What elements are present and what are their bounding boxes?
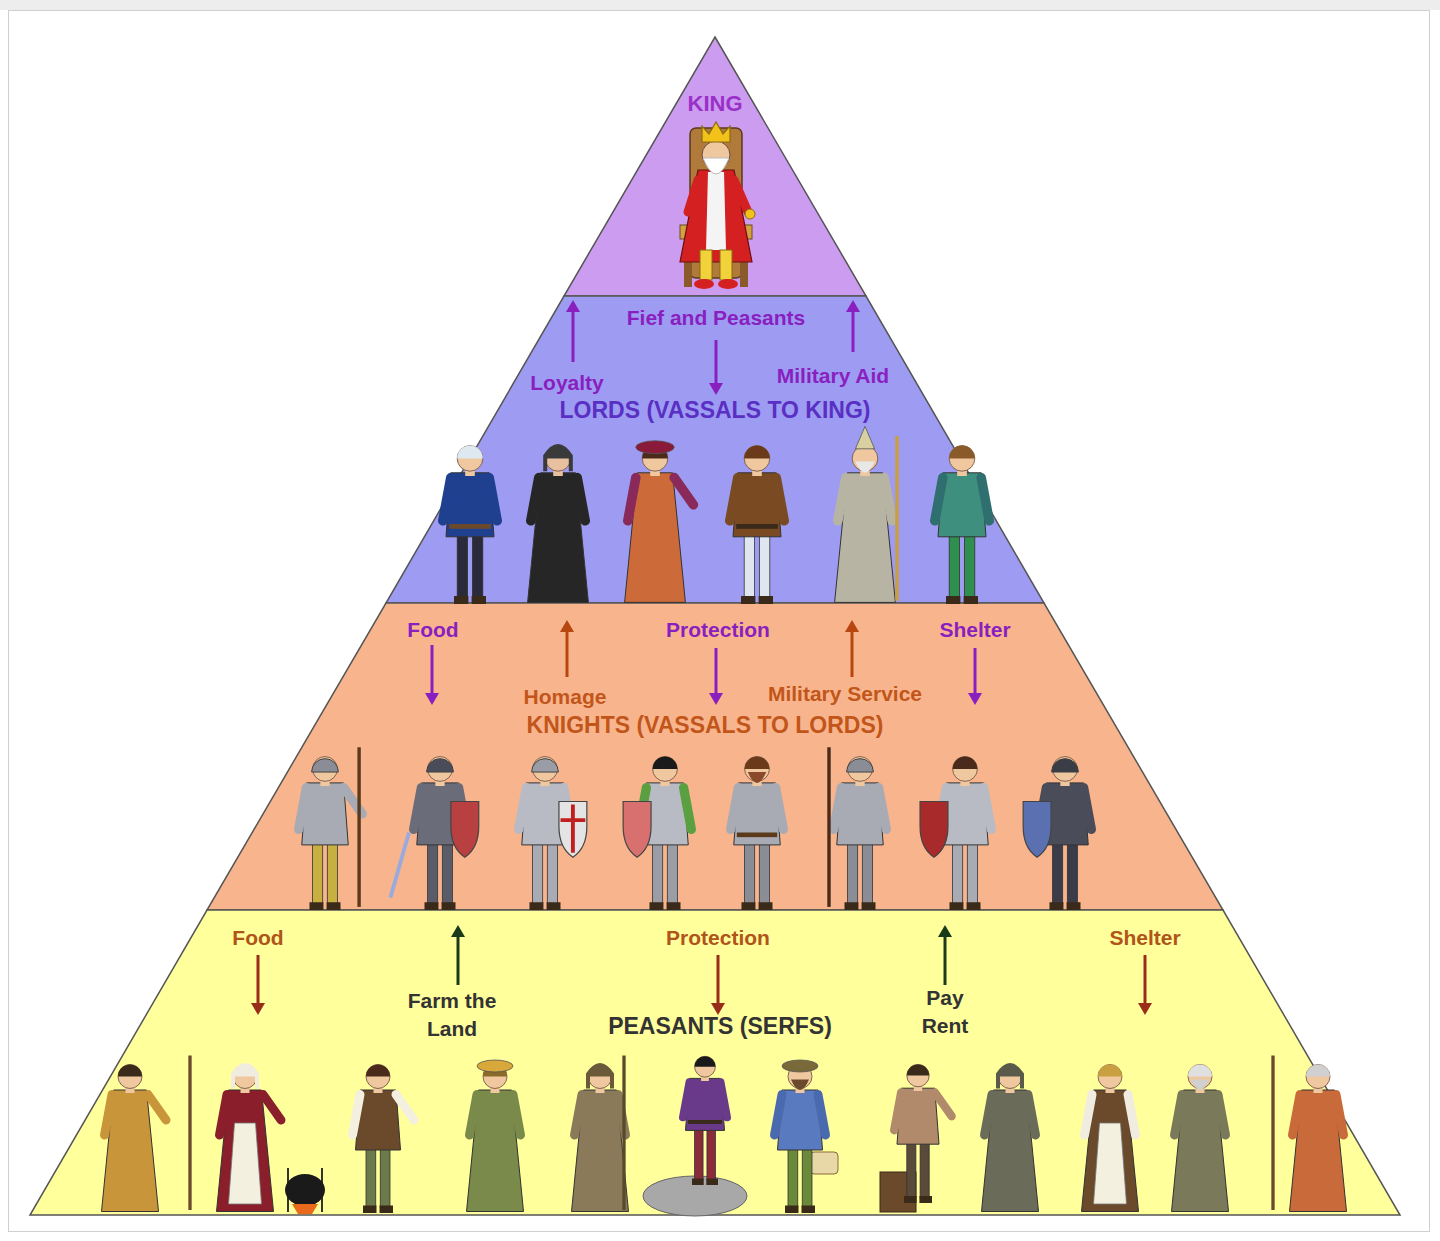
band-title: LORDS (VASSALS TO KING) <box>560 395 871 426</box>
arrow-label: Protection <box>666 616 770 644</box>
arrow-label: Military Service <box>768 680 922 708</box>
band-title: KING <box>688 89 743 119</box>
top-bar <box>0 0 1440 10</box>
band-outline <box>386 296 1044 603</box>
arrow-label: Farm the Land <box>396 987 508 1044</box>
band-outline <box>30 910 1400 1215</box>
arrow-label: Protection <box>666 924 770 952</box>
basket <box>810 1152 838 1174</box>
arrow-label: Food <box>232 924 283 952</box>
band-outline <box>564 37 866 296</box>
band-title: PEASANTS (SERFS) <box>608 1011 832 1042</box>
arrow-label: Military Aid <box>777 362 889 390</box>
arrow-label: Fief and Peasants <box>627 304 806 332</box>
arrow-label: Loyalty <box>530 369 604 397</box>
arrow-label: Homage <box>524 683 607 711</box>
arrow-label: Shelter <box>939 616 1010 644</box>
arrow-label: Shelter <box>1109 924 1180 952</box>
rock <box>643 1176 747 1216</box>
band-title: KNIGHTS (VASSALS TO LORDS) <box>527 710 884 741</box>
band-outline <box>207 603 1223 910</box>
arrow-label: Food <box>407 616 458 644</box>
arrow-label: Pay Rent <box>914 984 976 1041</box>
